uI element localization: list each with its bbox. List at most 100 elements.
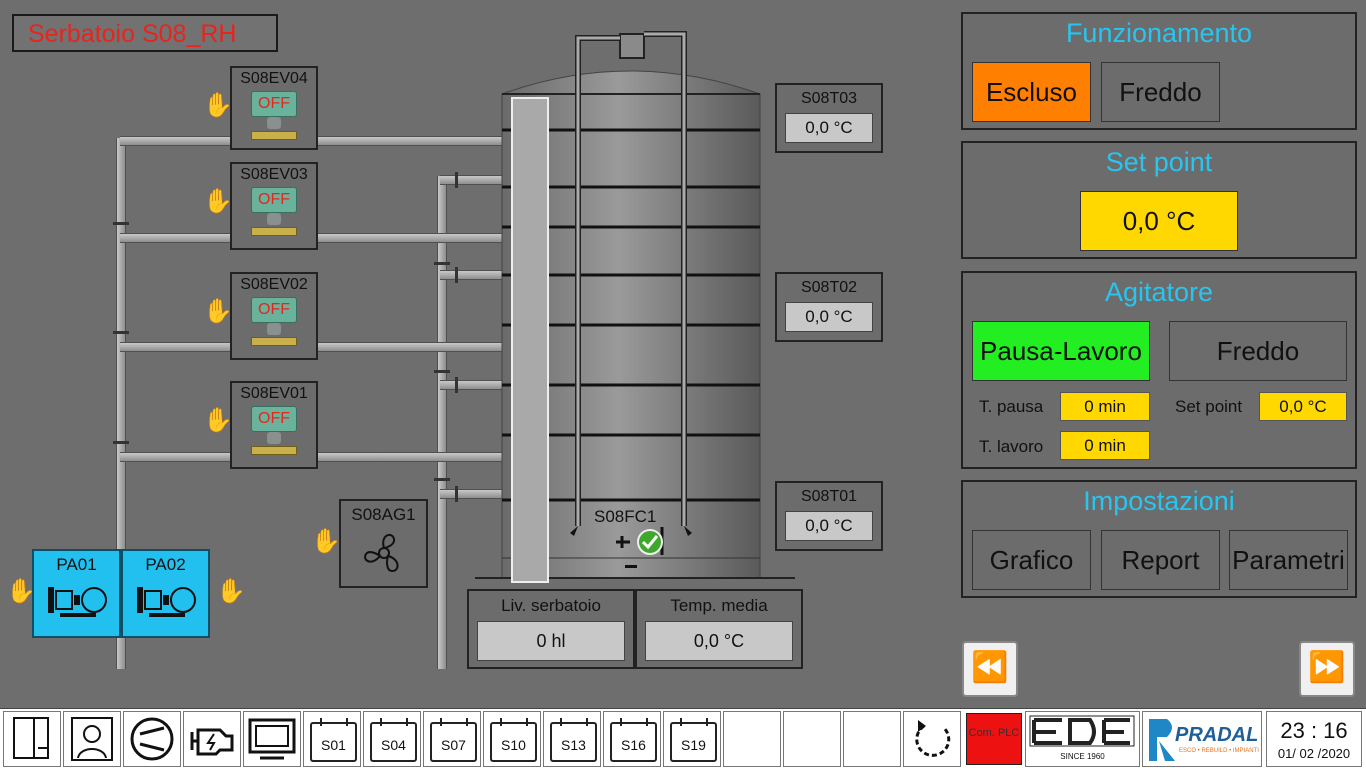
flange	[113, 331, 129, 334]
manual-hand-icon[interactable]: ✋	[216, 578, 246, 605]
refresh-button[interactable]	[903, 711, 961, 767]
grafico-button[interactable]: Grafico	[972, 530, 1091, 590]
tank-s04-label: S04	[370, 718, 417, 762]
valve-name: S08EV03	[240, 166, 308, 183]
manual-hand-icon[interactable]: ✋	[203, 92, 233, 119]
manual-hand-icon[interactable]: ✋	[203, 188, 233, 215]
valve-actuator-icon	[267, 117, 281, 129]
tank-s13-button[interactable]: S13	[543, 711, 601, 767]
flow-switch-s08fc1[interactable]	[612, 525, 668, 559]
ede-logo-subtitle: SINCE 1960	[1060, 752, 1105, 761]
valve-state: OFF	[251, 406, 297, 432]
taskbar-panel-button[interactable]	[3, 711, 61, 767]
valve-s08ev04[interactable]: S08EV04 OFF	[230, 66, 318, 150]
setpoint-panel: Set point 0,0 °C	[961, 141, 1357, 259]
bottom-taskbar: S01 S04 S07 S10 S13 S16 S19 Com. PLC SIN…	[0, 708, 1366, 768]
sensor-s08t03[interactable]: S08T03 0,0 °C	[775, 83, 883, 153]
flange	[455, 377, 458, 393]
flow-switch-label: S08FC1	[594, 507, 657, 526]
pipe-return-3	[440, 380, 502, 390]
impostazioni-title: Impostazioni	[1083, 486, 1235, 516]
pradal-logo: PRADAL ESCO • REBUILD • IMPIANTI	[1142, 711, 1262, 767]
agitatore-panel: Agitatore Pausa-Lavoro Freddo T. pausa 0…	[961, 271, 1357, 469]
sensor-s08t01[interactable]: S08T01 0,0 °C	[775, 481, 883, 551]
pump-icon	[136, 587, 196, 617]
tank-s16-label: S16	[610, 718, 657, 762]
manual-hand-icon[interactable]: ✋	[6, 578, 36, 605]
taskbar-user-button[interactable]	[63, 711, 121, 767]
valve-state: OFF	[251, 187, 297, 213]
valve-state: OFF	[251, 297, 297, 323]
tank-level-box: Liv. serbatoio 0 hl	[467, 589, 635, 669]
engine-icon	[190, 728, 234, 756]
valve-s08ev02[interactable]: S08EV02 OFF	[230, 272, 318, 360]
agitator-name: S08AG1	[351, 505, 416, 524]
escluso-button[interactable]: Escluso	[972, 62, 1091, 122]
report-button[interactable]: Report	[1101, 530, 1220, 590]
valve-name: S08EV04	[240, 70, 308, 87]
pump-name: PA02	[145, 555, 186, 574]
avg-temp-box: Temp. media 0,0 °C	[635, 589, 803, 669]
sensor-s08t02[interactable]: S08T02 0,0 °C	[775, 272, 883, 342]
tank-s16-button[interactable]: S16	[603, 711, 661, 767]
t-pausa-value[interactable]: 0 min	[1060, 392, 1150, 421]
valve-s08ev03[interactable]: S08EV03 OFF	[230, 162, 318, 250]
pausa-lavoro-button[interactable]: Pausa-Lavoro	[972, 321, 1150, 381]
pradal-logo-text: PRADAL	[1175, 724, 1259, 746]
tank-s04-button[interactable]: S04	[363, 711, 421, 767]
clock: 23 : 16 01/ 02 /2020	[1266, 711, 1362, 767]
valve-s08ev01[interactable]: S08EV01 OFF	[230, 381, 318, 469]
parametri-button[interactable]: Parametri	[1229, 530, 1348, 590]
taskbar-empty-slot	[843, 711, 901, 767]
check-ok-icon	[616, 527, 664, 555]
agitatore-freddo-button[interactable]: Freddo	[1169, 321, 1347, 381]
sensor-value: 0,0 °C	[785, 511, 873, 541]
tank-s19-button[interactable]: S19	[663, 711, 721, 767]
flange	[455, 486, 458, 502]
tank-s07-button[interactable]: S07	[423, 711, 481, 767]
taskbar-engine-button[interactable]	[183, 711, 241, 767]
sensor-value: 0,0 °C	[785, 302, 873, 332]
manual-hand-icon[interactable]: ✋	[311, 528, 341, 555]
tank	[475, 31, 795, 583]
tank-s13-label: S13	[550, 718, 597, 762]
valve-actuator-icon	[267, 213, 281, 225]
taskbar-pump-button[interactable]	[123, 711, 181, 767]
taskbar-monitor-button[interactable]	[243, 711, 301, 767]
double-chevron-left-icon: ⏪	[971, 651, 1009, 684]
t-lavoro-value[interactable]: 0 min	[1060, 431, 1150, 460]
agitator-s08ag1[interactable]: S08AG1	[339, 499, 428, 588]
pipe-return-2	[440, 270, 502, 280]
t-lavoro-label: T. lavoro	[979, 437, 1044, 456]
pipe-return-4	[440, 489, 502, 499]
flange	[455, 267, 458, 283]
pump-pa02[interactable]: PA02	[121, 549, 210, 638]
funzionamento-title: Funzionamento	[1065, 18, 1253, 48]
tank-s10-button[interactable]: S10	[483, 711, 541, 767]
manual-hand-icon[interactable]: ✋	[203, 407, 233, 434]
t-pausa-label: T. pausa	[979, 397, 1044, 416]
tank-s19-label: S19	[670, 718, 717, 762]
flange	[434, 262, 450, 265]
valve-body-icon	[251, 131, 297, 140]
tank-s10-label: S10	[490, 718, 537, 762]
taskbar-empty-slot	[723, 711, 781, 767]
page-title: Serbatoio S08_RH	[12, 14, 278, 52]
sensor-name: S08T02	[800, 279, 858, 296]
pump-symbol-icon	[130, 717, 174, 761]
next-page-button[interactable]: ⏩	[1299, 641, 1355, 697]
tank-s01-button[interactable]: S01	[303, 711, 361, 767]
freddo-button[interactable]: Freddo	[1101, 62, 1220, 122]
funzionamento-panel: Funzionamento Escluso Freddo	[961, 12, 1357, 130]
setpoint-title: Set point	[1105, 147, 1213, 177]
valve-actuator-icon	[267, 432, 281, 444]
previous-page-button[interactable]: ⏪	[962, 641, 1018, 697]
manual-hand-icon[interactable]: ✋	[203, 298, 233, 325]
agitatore-setpoint-value[interactable]: 0,0 °C	[1259, 392, 1347, 421]
tank-s07-label: S07	[430, 718, 477, 762]
avg-temp-label: Temp. media	[670, 596, 768, 615]
valve-body-icon	[251, 227, 297, 236]
agitatore-setpoint-label: Set point	[1175, 397, 1243, 416]
pump-pa01[interactable]: PA01	[32, 549, 121, 638]
setpoint-value[interactable]: 0,0 °C	[1080, 191, 1238, 251]
